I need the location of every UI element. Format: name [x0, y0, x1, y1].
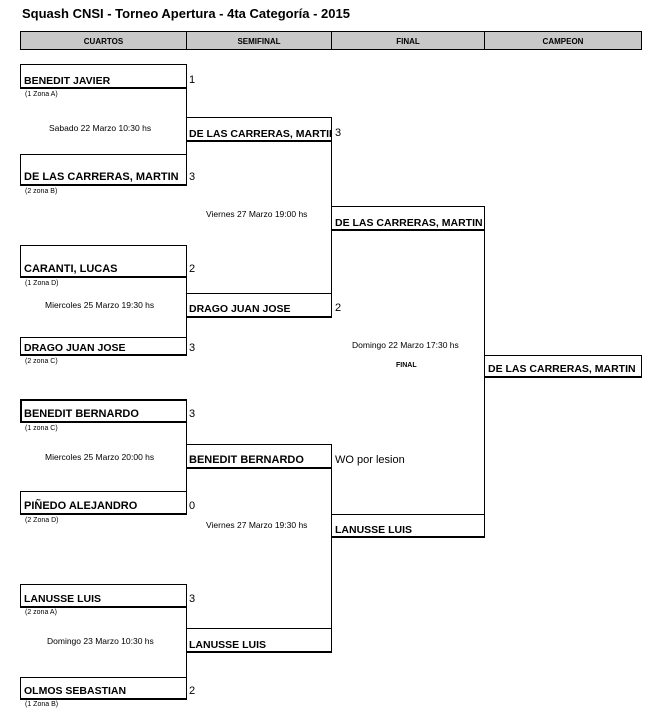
- bracket-line: [186, 316, 332, 318]
- quarter-score: 1: [189, 74, 196, 86]
- quarter-zone: (2 Zona D): [25, 517, 59, 524]
- bracket-line: [20, 245, 187, 246]
- semi-player: DRAGO JUAN JOSE: [189, 303, 291, 315]
- quarter-zone: (2 zona C): [25, 358, 58, 365]
- quarter-schedule: Sabado 22 Marzo 10:30 hs: [49, 123, 152, 133]
- bracket-line: [186, 628, 332, 629]
- bracket-line: [484, 206, 485, 537]
- bracket-line: [20, 584, 21, 607]
- quarter-player: DE LAS CARRERAS, MARTIN: [24, 171, 179, 183]
- final-schedule: Domingo 22 Marzo 17:30 hs: [352, 340, 459, 350]
- final-label: FINAL: [396, 362, 417, 369]
- semi-player: BENEDIT BERNARDO: [189, 454, 304, 466]
- bracket-line: [20, 276, 187, 278]
- bracket-line: [331, 514, 485, 515]
- quarter-score: 2: [189, 263, 196, 275]
- bracket-line: [20, 245, 21, 277]
- bracket-line: [20, 154, 21, 185]
- bracket-line: [186, 467, 332, 469]
- header-semifinal: SEMIFINAL: [186, 31, 332, 50]
- semi-score: 2: [335, 302, 342, 314]
- bracket-line: [20, 399, 22, 423]
- bracket-line: [20, 337, 187, 338]
- quarter-schedule: Miercoles 25 Marzo 19:30 hs: [45, 300, 155, 310]
- bracket-line: [331, 117, 332, 317]
- bracket-line: [20, 184, 187, 186]
- bracket-line: [186, 140, 332, 142]
- bracket-line: [20, 513, 187, 515]
- quarter-zone: (2 zona A): [25, 609, 57, 616]
- quarter-score: 3: [189, 408, 196, 420]
- bracket-line: [331, 206, 485, 207]
- final-player: DE LAS CARRERAS, MARTIN: [335, 217, 483, 229]
- bracket-line: [186, 651, 332, 653]
- bracket-line: [484, 355, 642, 356]
- bracket-line: [20, 677, 21, 699]
- semi-player: DE LAS CARRERAS, MARTIN: [189, 128, 331, 140]
- bracket-line: [186, 117, 332, 118]
- bracket-line: [20, 399, 187, 401]
- bracket-line: [20, 606, 187, 608]
- semi-player: LANUSSE LUIS: [189, 639, 267, 651]
- bracket-line: [20, 677, 187, 678]
- bracket-line: [331, 536, 485, 538]
- bracket-line: [20, 64, 187, 65]
- page-title: Squash CNSI - Torneo Apertura - 4ta Cate…: [22, 6, 350, 21]
- bracket-line: [641, 355, 642, 377]
- quarter-zone: (2 zona B): [25, 188, 58, 195]
- quarter-player: CARANTI, LUCAS: [24, 263, 118, 275]
- quarter-player: BENEDIT JAVIER: [24, 75, 111, 87]
- bracket-line: [331, 229, 485, 231]
- bracket-line: [20, 491, 21, 514]
- semi-schedule: Viernes 27 Marzo 19:00 hs: [206, 209, 308, 219]
- quarter-player: DRAGO JUAN JOSE: [24, 342, 126, 354]
- quarter-zone: (1 Zona B): [25, 701, 59, 708]
- bracket-line: [20, 64, 21, 88]
- bracket-line: [20, 354, 187, 356]
- quarter-score: 2: [189, 685, 196, 697]
- bracket-line: [20, 491, 187, 492]
- quarter-zone: (1 Zona A): [25, 91, 58, 98]
- bracket-line: [186, 399, 187, 514]
- quarter-player: PIÑEDO ALEJANDRO: [24, 500, 138, 512]
- quarter-player: LANUSSE LUIS: [24, 593, 102, 605]
- bracket-line: [186, 245, 187, 355]
- bracket-line: [20, 698, 187, 700]
- quarter-schedule: Miercoles 25 Marzo 20:00 hs: [45, 452, 155, 462]
- bracket-line: [331, 444, 332, 652]
- bracket-line: [20, 584, 187, 585]
- bracket-line: [20, 87, 187, 89]
- bracket-line: [20, 421, 187, 423]
- semi-schedule: Viernes 27 Marzo 19:30 hs: [206, 520, 308, 530]
- quarter-score: 0: [189, 500, 196, 512]
- semi-score: 3: [335, 127, 342, 139]
- champion-name: DE LAS CARRERAS, MARTIN: [488, 363, 636, 375]
- header-final: FINAL: [331, 31, 485, 50]
- bracket-line: [20, 337, 21, 355]
- bracket-line: [186, 444, 332, 445]
- bracket-line: [186, 584, 187, 699]
- header-campeon: CAMPEON: [484, 31, 642, 50]
- quarter-player: BENEDIT BERNARDO: [24, 408, 139, 420]
- quarter-schedule: Domingo 23 Marzo 10:30 hs: [47, 636, 154, 646]
- quarter-score: 3: [189, 342, 196, 354]
- bracket-line: [484, 376, 642, 378]
- final-player: LANUSSE LUIS: [335, 524, 413, 536]
- bracket-line: [20, 154, 187, 155]
- bracket-line: [186, 64, 187, 185]
- header-cuartos: CUARTOS: [20, 31, 187, 50]
- quarter-zone: (1 zona C): [25, 425, 58, 432]
- quarter-score: 3: [189, 171, 196, 183]
- quarter-player: OLMOS SEBASTIAN: [24, 685, 127, 697]
- semi-score: WO por lesion: [335, 454, 405, 466]
- bracket-line: [186, 293, 332, 294]
- quarter-zone: (1 Zona D): [25, 280, 59, 287]
- quarter-score: 3: [189, 593, 196, 605]
